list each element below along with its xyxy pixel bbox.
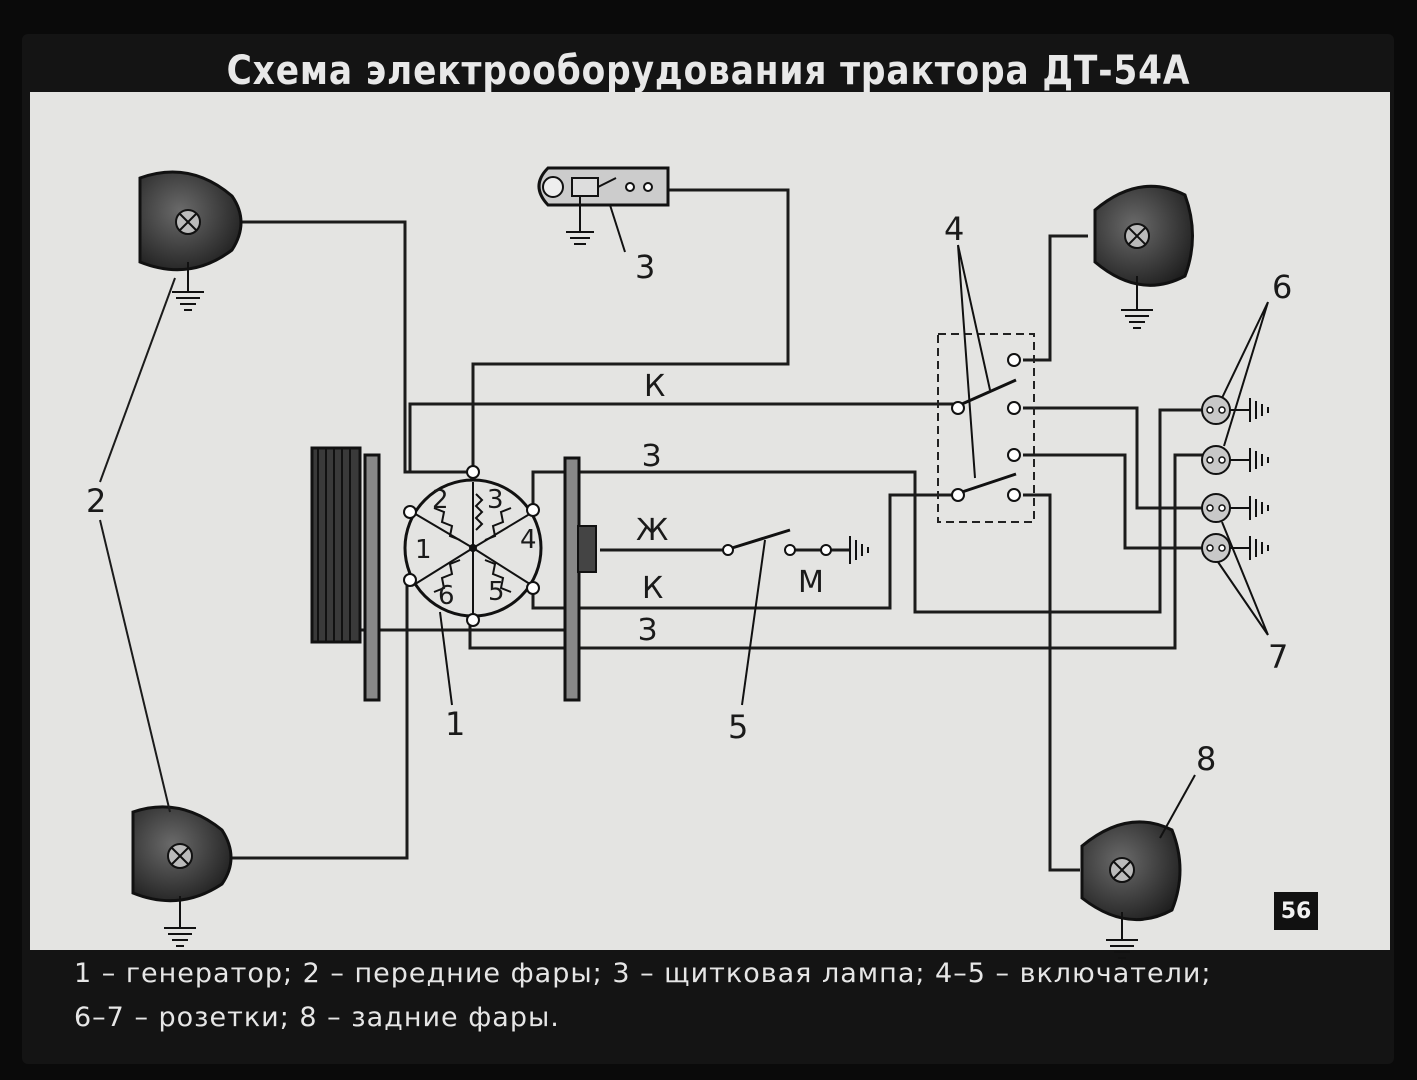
wire-label-m: М <box>798 565 824 600</box>
sockets <box>1201 301 1269 636</box>
terminal-label-6: 6 <box>438 581 455 611</box>
callout-4: 4 <box>944 210 964 248</box>
rear-lamp-bottom <box>1080 774 1196 959</box>
front-lamp-bottom <box>131 805 233 947</box>
wire-label-zh: Ж <box>636 513 668 548</box>
wire-label-k-top: К <box>644 369 665 404</box>
legend-caption: 1 – генератор; 2 – передние фары; 3 – щи… <box>74 952 1374 1040</box>
switch-block-4 <box>937 244 1035 523</box>
terminal-top <box>466 465 480 479</box>
wire-label-z-top: З <box>642 439 661 474</box>
callout-7: 7 <box>1268 638 1288 676</box>
callout-8: 8 <box>1196 740 1216 778</box>
front-lamp-top <box>138 170 243 311</box>
wire-rear-lamp-bottom <box>1023 493 1080 872</box>
socket-1 <box>1201 395 1269 425</box>
ground-icon <box>566 196 594 245</box>
socket-3 <box>1201 493 1269 523</box>
wire-socket-bus <box>913 408 1205 614</box>
wire-switch-lower-out <box>1023 453 1205 550</box>
terminal-label-5: 5 <box>488 577 505 607</box>
callout-6: 6 <box>1272 268 1292 306</box>
callout-5: 5 <box>728 708 748 746</box>
terminal-label-3: 3 <box>487 485 504 515</box>
terminal-label-1: 1 <box>415 535 432 565</box>
terminal-label-2: 2 <box>432 485 449 515</box>
wire-k-top <box>408 402 955 472</box>
wire-label-z-bottom: З <box>638 613 657 648</box>
socket-2 <box>1201 445 1269 475</box>
terminal-lower-left <box>403 573 417 587</box>
diagram-title: Схема электрооборудования трактора ДТ-54… <box>226 48 1191 94</box>
switch-5 <box>722 528 869 706</box>
wire-panel-lamp <box>471 188 790 472</box>
panel-lamp <box>537 166 670 253</box>
terminal-upper-left <box>403 505 417 519</box>
plate-number: 56 <box>1274 892 1318 930</box>
wire-z-bottom <box>468 453 1205 650</box>
ground-icon <box>164 896 196 947</box>
callout-2-leaders <box>99 277 176 813</box>
ground-icon <box>849 536 869 564</box>
ground-icon <box>172 262 204 311</box>
terminal-lower-right <box>526 581 540 595</box>
ground-icon <box>1106 912 1138 959</box>
generator <box>310 446 597 706</box>
terminal-upper-right <box>526 503 540 517</box>
terminal-bottom <box>466 613 480 627</box>
wire-label-k-bottom: К <box>642 571 663 606</box>
rear-lamp-top <box>1093 184 1194 329</box>
terminal-label-4: 4 <box>520 525 537 555</box>
wire-front-lamp-top <box>235 220 470 474</box>
caption-line-2: 6–7 – розетки; 8 – задние фары. <box>74 1002 560 1033</box>
wire-rear-lamp-top <box>1023 234 1088 362</box>
wire-front-lamp-bottom <box>230 580 409 860</box>
callout-1: 1 <box>445 705 465 743</box>
wire-switch-upper-out <box>1023 406 1205 510</box>
socket-4 <box>1201 533 1269 563</box>
callout-2: 2 <box>86 482 106 520</box>
caption-line-1: 1 – генератор; 2 – передние фары; 3 – щи… <box>74 958 1212 989</box>
callout-3: 3 <box>635 248 655 286</box>
wire-z-top <box>531 470 955 510</box>
wires <box>230 188 1205 872</box>
ground-icon <box>1121 276 1153 329</box>
wire-k-bottom <box>531 493 955 610</box>
